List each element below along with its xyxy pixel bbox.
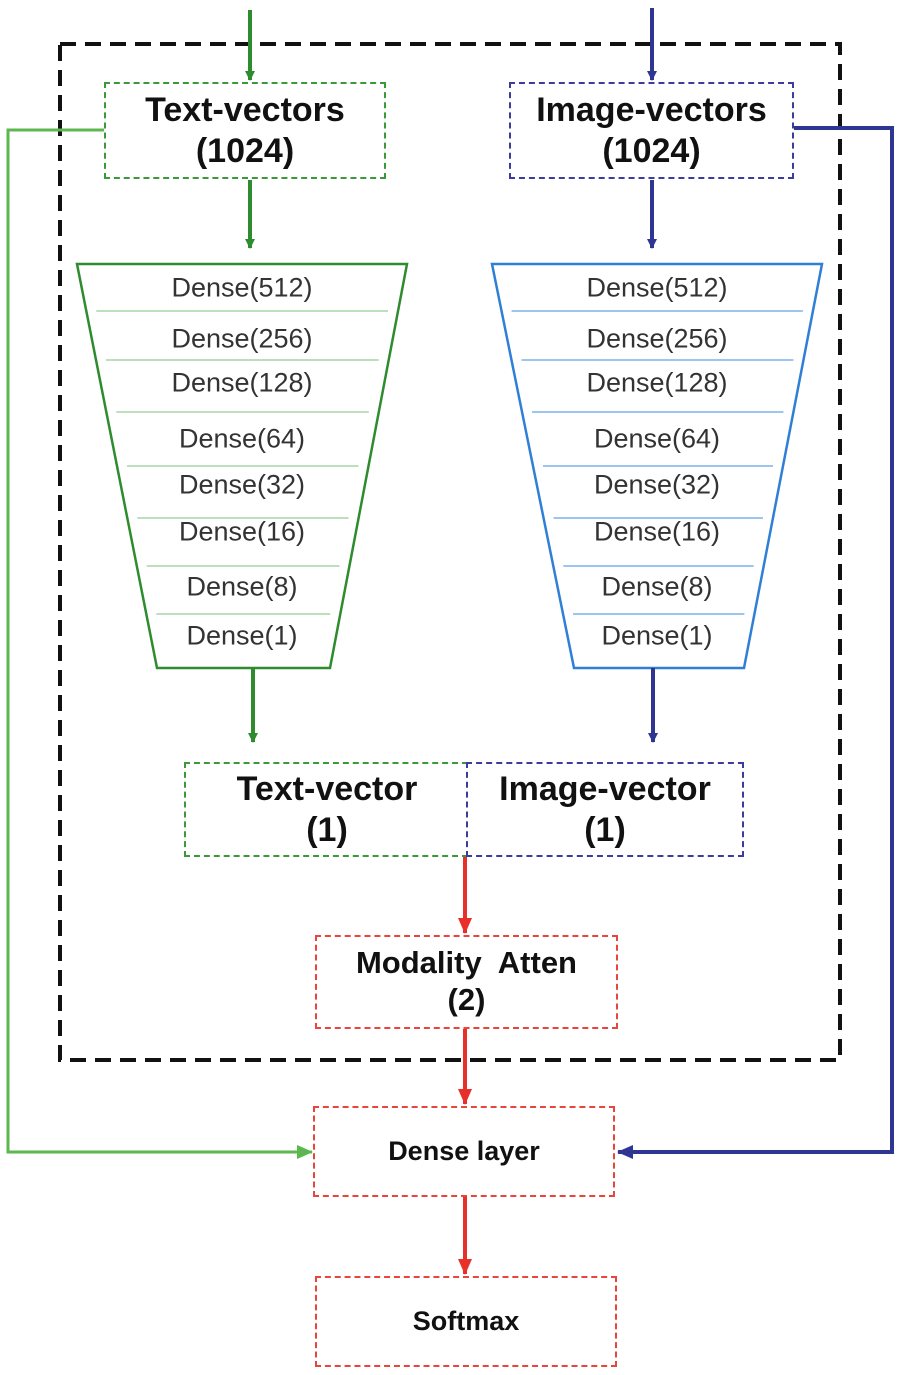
text-layer-dense-8: Dense(8): [186, 571, 298, 602]
image-encoder-dividers: [511, 310, 803, 615]
text-layer-dense-512: Dense(512): [171, 272, 313, 303]
text-skip-connection: [6, 128, 313, 1159]
fusion-module-container: [58, 42, 842, 1062]
text-vectors-input-box: Text-vectors (1024): [104, 82, 386, 179]
text-layer-dense-16: Dense(16): [178, 516, 306, 547]
image-vector-title: Image-vector: [499, 770, 711, 809]
image-vectors-input-box: Image-vectors (1024): [509, 82, 794, 179]
image-layer-dense-512: Dense(512): [586, 272, 728, 303]
image-layer-dense-128: Dense(128): [586, 367, 728, 398]
image-layer-dense-256: Dense(256): [586, 323, 728, 354]
text-vectors-title: Text-vectors: [145, 91, 345, 130]
text-layer-dense-256: Dense(256): [171, 323, 313, 354]
text-encoder: Dense(512) Dense(256) Dense(128) Dense(6…: [77, 0, 407, 1375]
modality-attention-title: Modality Atten: [355, 945, 577, 981]
text-vector-box: Text-vector (1): [184, 762, 468, 857]
dense-layer-label: Dense layer: [388, 1135, 540, 1166]
modality-attention-box: Modality Atten (2): [315, 935, 618, 1029]
softmax-box: Softmax: [315, 1276, 617, 1367]
image-vectors-title: Image-vectors: [536, 91, 767, 130]
image-skip-connection: [617, 126, 894, 1159]
image-vectors-dim: (1024): [602, 131, 701, 170]
image-encoder-trapezoid: [490, 262, 824, 670]
image-layer-dense-32: Dense(32): [593, 469, 721, 500]
text-vectors-dim: (1024): [195, 131, 295, 170]
text-layer-dense-32: Dense(32): [178, 469, 306, 500]
text-layer-dense-1: Dense(1): [186, 620, 298, 651]
image-vector-box: Image-vector (1): [466, 762, 744, 857]
text-encoder-trapezoid: [75, 262, 409, 670]
text-encoder-dividers: [96, 310, 389, 615]
image-layer-dense-64: Dense(64): [593, 423, 721, 454]
image-vector-dim: (1): [584, 810, 626, 849]
image-layer-dense-1: Dense(1): [601, 620, 713, 651]
dense-layer-box: Dense layer: [313, 1106, 615, 1197]
softmax-label: Softmax: [412, 1305, 520, 1336]
text-layer-dense-128: Dense(128): [171, 367, 313, 398]
text-vector-title: Text-vector: [236, 770, 418, 809]
image-layer-dense-16: Dense(16): [593, 516, 721, 547]
text-layer-dense-64: Dense(64): [178, 423, 306, 454]
text-vector-dim: (1): [306, 810, 348, 849]
modality-attention-dim: (2): [447, 982, 486, 1017]
image-layer-dense-8: Dense(8): [601, 571, 713, 602]
image-encoder: Dense(512) Dense(256) Dense(128) Dense(6…: [492, 0, 822, 1375]
